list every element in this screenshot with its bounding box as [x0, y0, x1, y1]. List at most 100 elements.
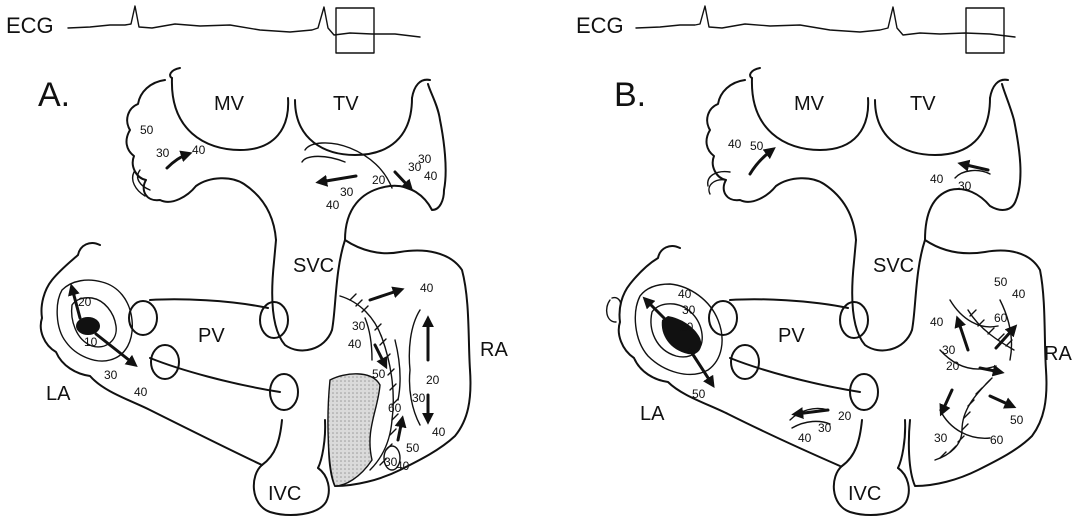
la-label-a: LA	[46, 383, 71, 405]
mv-top-b	[750, 68, 760, 78]
arrow-b-8	[980, 368, 1000, 372]
panel-letter-a: A.	[38, 76, 70, 114]
arrow-b-1	[750, 150, 772, 174]
iso-b-1: 50	[750, 139, 764, 153]
iso-a-7: 30	[418, 152, 432, 166]
iso-a-6: 40	[326, 198, 340, 212]
ecg-trace-a	[68, 6, 420, 37]
auricle-curl-a	[133, 170, 150, 196]
iso-a-15: 40	[348, 337, 362, 351]
crista-shaded-region-a	[328, 374, 380, 486]
panel-b: ECG B. MV TV SVC LA PV	[576, 6, 1072, 515]
iso-a-8: 40	[424, 169, 438, 183]
iso-b-16: 20	[946, 359, 960, 373]
la-curl-b	[607, 298, 621, 322]
mv-label-a: MV	[214, 93, 245, 115]
iso-a-16: 50	[372, 367, 386, 381]
iso-a-5: 30	[340, 185, 354, 199]
arrow-b-2	[962, 164, 988, 170]
auricle-curl-b	[708, 172, 730, 194]
mv-top-a	[170, 68, 180, 78]
ivc-walls-a	[262, 420, 325, 468]
arrow-b-5	[796, 410, 828, 414]
iso-a-13: 40	[420, 281, 434, 295]
pv-ostium-1-b	[709, 301, 737, 335]
ecg-trace-b	[636, 6, 1015, 37]
arrow-a-6	[370, 290, 400, 300]
iso-b-18: 60	[990, 433, 1004, 447]
arrow-b-3	[646, 300, 664, 318]
iso-a-10: 10	[84, 335, 98, 349]
iso-a-1: 30	[156, 146, 170, 160]
arrow-a-1	[167, 154, 188, 168]
svc-label-a: SVC	[293, 255, 334, 277]
arrow-a-10	[398, 420, 402, 440]
ecg-window-a	[336, 8, 374, 53]
ecg-label-b: ECG	[576, 13, 624, 38]
la-label-b: LA	[640, 403, 665, 425]
ivc-label-b: IVC	[848, 483, 881, 505]
iso-a-0: 50	[140, 123, 154, 137]
mv-label-b: MV	[794, 93, 825, 115]
la-earliest-site-a	[76, 317, 100, 335]
panel-a: ECG A. MV TV SVC LA	[6, 6, 508, 515]
iso-b-0: 40	[728, 137, 742, 151]
arrow-b-10	[990, 396, 1012, 406]
iso-b-2: 40	[930, 172, 944, 186]
iso-b-7: 50	[692, 387, 706, 401]
iso-a-17: 20	[426, 373, 440, 387]
ra-outline-b	[909, 240, 1047, 486]
pv-ostium-2-b	[731, 345, 759, 379]
iso-b-6: 20	[680, 320, 694, 334]
iso-b-14: 60	[994, 311, 1008, 325]
iso-b-10: 20	[838, 409, 852, 423]
iso-a-11: 30	[104, 368, 118, 382]
arrow-b-9	[942, 390, 952, 412]
iso-b-12: 40	[1012, 287, 1026, 301]
iso-a-2: 40	[192, 143, 206, 157]
arrow-b-4	[690, 350, 712, 384]
iso-a-21: 40	[432, 425, 446, 439]
ecg-label-a: ECG	[6, 13, 54, 38]
ecg-window-b	[966, 8, 1004, 53]
iso-b-5: 30	[682, 303, 696, 317]
iso-b-9: 30	[818, 421, 832, 435]
iso-a-19: 60	[388, 401, 402, 415]
arrow-b-6	[958, 320, 968, 350]
iso-a-23: 40	[396, 459, 410, 473]
iso-b-13: 40	[930, 315, 944, 329]
left-auricle-b	[707, 80, 856, 240]
left-auricle-a	[127, 80, 276, 240]
tv-label-b: TV	[910, 93, 936, 115]
tv-isochrone-b	[955, 171, 990, 178]
iso-b-8: 40	[798, 431, 812, 445]
tv-top-a	[412, 80, 430, 98]
tv-label-a: TV	[333, 93, 359, 115]
pv-ostium-2-a	[151, 345, 179, 379]
iso-a-12: 40	[134, 385, 148, 399]
arrow-a-7	[375, 345, 385, 365]
ra-label-a: RA	[480, 339, 508, 361]
iso-a-20: 50	[406, 441, 420, 455]
ivc-label-a: IVC	[268, 483, 301, 505]
right-auricle-b	[925, 84, 1020, 240]
ra-label-b: RA	[1044, 343, 1072, 365]
iso-a-18: 30	[412, 391, 426, 405]
panel-letter-b: B.	[614, 76, 646, 114]
arrow-a-2	[320, 176, 356, 182]
iso-a-9: 20	[78, 295, 92, 309]
iso-b-15: 30	[942, 343, 956, 357]
iso-b-4: 40	[678, 287, 692, 301]
pv-label-b: PV	[778, 325, 805, 347]
block-line-2-b	[935, 380, 990, 460]
iso-b-11: 50	[994, 275, 1008, 289]
svc-label-b: SVC	[873, 255, 914, 277]
iso-b-17: 30	[934, 431, 948, 445]
ivc-walls-b	[842, 420, 905, 468]
arrow-a-5	[96, 334, 134, 364]
pv-label-a: PV	[198, 325, 225, 347]
block-hatch-2-b	[940, 378, 992, 458]
iso-a-14: 30	[352, 319, 366, 333]
iso-b-19: 50	[1010, 413, 1024, 427]
